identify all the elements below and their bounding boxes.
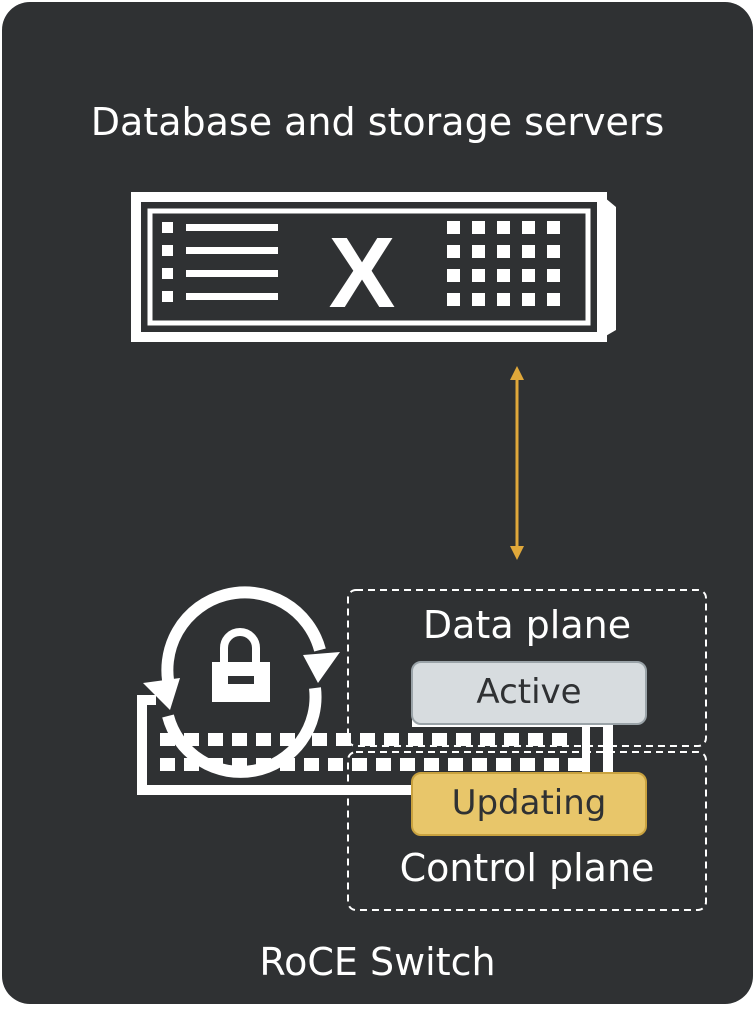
server-grid-cell	[447, 293, 460, 306]
server-grid-icon	[447, 221, 560, 306]
control-plane-box	[347, 751, 707, 911]
switch-port	[552, 733, 567, 746]
switch-port	[480, 733, 495, 746]
switch-port	[336, 733, 351, 746]
secure-update-icon	[143, 586, 340, 778]
data-plane-label: Data plane	[422, 603, 632, 647]
switch-port	[304, 758, 319, 771]
switch-port	[472, 758, 487, 771]
switch-port	[544, 758, 559, 771]
switch-port	[504, 733, 519, 746]
switch-port	[256, 733, 271, 746]
switch-port	[384, 733, 399, 746]
server-grid-cell	[472, 221, 485, 234]
server-grid-cell	[547, 245, 560, 258]
control-plane-label: Control plane	[399, 846, 655, 890]
switch-port	[376, 758, 391, 771]
server-grid-cell	[522, 293, 535, 306]
switch-port	[496, 758, 511, 771]
server-grid-cell	[497, 293, 510, 306]
server-grid-cell	[497, 245, 510, 258]
switch-port	[528, 733, 543, 746]
server-grid-cell	[497, 221, 510, 234]
lock-icon	[212, 628, 270, 702]
switch-port	[328, 758, 343, 771]
server-grid-cell	[522, 269, 535, 282]
data-plane-box	[347, 589, 707, 747]
switch-port	[408, 733, 423, 746]
switch-port	[280, 733, 295, 746]
switch-port	[456, 733, 471, 746]
switch-port	[208, 733, 223, 746]
switch-port	[424, 758, 439, 771]
switch-port	[352, 758, 367, 771]
switch-port	[360, 733, 375, 746]
server-grid-cell	[522, 245, 535, 258]
switch-port	[312, 733, 327, 746]
server-list-icon	[162, 222, 278, 302]
server-grid-cell	[447, 269, 460, 282]
server-grid-cell	[547, 269, 560, 282]
server-grid-cell	[497, 269, 510, 282]
switch-port	[520, 758, 535, 771]
servers-title: Database and storage servers	[90, 100, 665, 144]
server-center-letter: X	[329, 217, 396, 329]
server-grid-cell	[547, 293, 560, 306]
server-grid-cell	[472, 293, 485, 306]
switch-port	[160, 758, 175, 771]
switch-port	[568, 758, 583, 771]
data-plane-status: Active	[411, 661, 647, 725]
diagram-panel	[2, 2, 753, 1004]
server-grid-cell	[447, 245, 460, 258]
switch-label: RoCE Switch	[259, 940, 496, 984]
switch-port	[448, 758, 463, 771]
bidirectional-arrow-icon	[510, 366, 524, 560]
server-grid-cell	[547, 221, 560, 234]
switch-port	[432, 733, 447, 746]
switch-port	[232, 733, 247, 746]
server-grid-cell	[472, 245, 485, 258]
server-icon	[131, 192, 616, 342]
server-grid-cell	[522, 221, 535, 234]
server-grid-cell	[472, 269, 485, 282]
switch-port	[400, 758, 415, 771]
server-grid-cell	[447, 221, 460, 234]
control-plane-status: Updating	[411, 772, 647, 836]
